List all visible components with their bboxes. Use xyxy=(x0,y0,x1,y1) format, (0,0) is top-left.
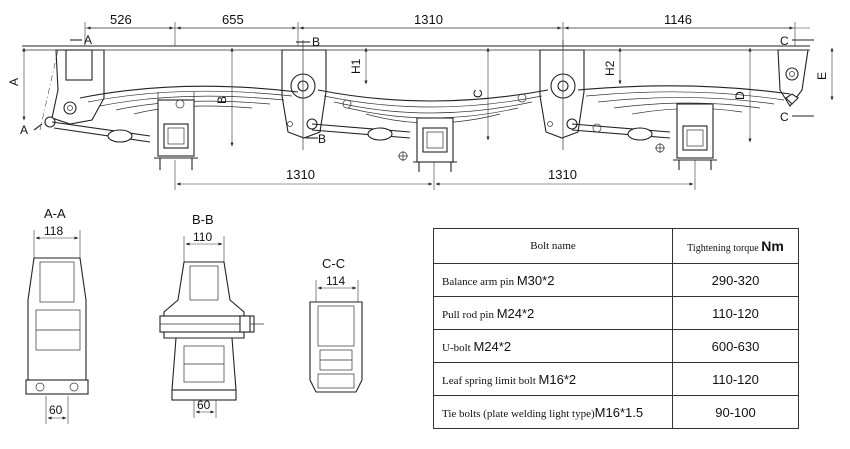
middle-hanger-2 xyxy=(539,40,585,150)
dim-label-b: B xyxy=(215,96,229,104)
torque-cell: 110-120 xyxy=(672,362,799,396)
dim-1310-bottom-right: 1310 xyxy=(548,167,577,182)
bolt-name: Leaf spring limit bolt xyxy=(442,374,539,387)
table-row: Balance arm pin M30*2 290-320 xyxy=(433,263,799,297)
bolt-name: U-bolt xyxy=(442,341,474,354)
section-mark-b-bottom: B xyxy=(318,132,326,146)
bolt-name-cell: Pull rod pin M24*2 xyxy=(433,296,673,330)
section-bb-title: B-B xyxy=(192,212,214,227)
dim-label-h2: H2 xyxy=(603,60,617,76)
header-bolt-name: Bolt name xyxy=(433,228,673,264)
dim-1146: 1146 xyxy=(664,12,692,27)
section-mark-c-bottom: C xyxy=(780,110,789,124)
dim-label-h1: H1 xyxy=(349,58,363,74)
section-cc-width: 114 xyxy=(326,274,345,288)
bolt-name-cell: Leaf spring limit bolt M16*2 xyxy=(433,362,673,396)
section-aa-bottom: 60 xyxy=(49,403,63,417)
bolt-name: Balance arm pin xyxy=(442,275,517,288)
table-row: Leaf spring limit bolt M16*2 110-120 xyxy=(433,362,799,396)
side-view: 526 655 1310 1146 1310 1310 xyxy=(7,12,834,190)
bottom-dimension-line xyxy=(174,160,696,190)
pull-rod-1 xyxy=(51,121,151,143)
pull-rod-2 xyxy=(311,123,411,141)
axle-seat-2 xyxy=(413,117,457,172)
table-row: Pull rod pin M24*2 110-120 xyxy=(433,296,799,330)
top-dimension-line xyxy=(84,22,810,46)
bolt-spec: M24*2 xyxy=(473,338,512,354)
torque-cell: 110-120 xyxy=(672,296,799,330)
section-cut-markers xyxy=(33,39,814,139)
dim-526: 526 xyxy=(110,12,132,27)
section-cc-view: C-C 114 xyxy=(309,256,363,393)
section-cc-title: C-C xyxy=(322,256,345,271)
dim-label-a: A xyxy=(7,78,21,86)
bolt-name-cell: Balance arm pin M30*2 xyxy=(433,263,673,297)
header-torque: Tightening torque Nm xyxy=(672,228,799,264)
section-aa-title: A-A xyxy=(44,206,66,221)
bolt-spec: M16*2 xyxy=(538,371,577,387)
bolt-spec: M16*1.5 xyxy=(594,404,644,420)
front-hanger xyxy=(39,49,105,131)
dim-1310-bottom-left: 1310 xyxy=(286,167,315,182)
header-torque-label: Tightening torque xyxy=(687,243,762,254)
section-bb-bottom: 60 xyxy=(197,398,211,412)
section-mark-b-top: B xyxy=(312,35,320,49)
dim-655: 655 xyxy=(222,12,244,27)
torque-cell: 290-320 xyxy=(672,263,799,297)
section-bb-view: B-B 110 60 xyxy=(159,212,264,418)
middle-hanger-1 xyxy=(281,40,327,150)
dim-label-e: E xyxy=(815,72,829,80)
section-mark-c-top: C xyxy=(780,34,789,48)
torque-cell: 90-100 xyxy=(672,395,799,429)
pull-rod-3 xyxy=(571,123,671,141)
bolt-name-cell: Tie bolts (plate welding light type)M16*… xyxy=(433,395,673,429)
table-header-row: Bolt name Tightening torque Nm xyxy=(433,228,799,264)
axle-seat-3 xyxy=(673,103,717,170)
torque-cell: 600-630 xyxy=(672,329,799,363)
header-torque-unit: Nm xyxy=(761,238,784,254)
dim-label-c: C xyxy=(471,89,485,98)
dim-1310-top: 1310 xyxy=(414,12,443,27)
bolt-symbols xyxy=(175,93,665,161)
table-row: Tie bolts (plate welding light type)M16*… xyxy=(433,395,799,429)
section-mark-a-top: A xyxy=(84,33,92,47)
bolt-name-cell: U-bolt M24*2 xyxy=(433,329,673,363)
section-aa-width: 118 xyxy=(44,224,63,238)
dim-label-d: D xyxy=(733,91,747,100)
section-aa-view: A-A 118 60 xyxy=(25,206,89,424)
leaf-spring-3 xyxy=(577,85,791,115)
bolt-spec: M24*2 xyxy=(496,305,535,321)
axle-seat-1 xyxy=(154,92,198,170)
section-bb-width: 110 xyxy=(193,230,212,244)
bolt-name: Tie bolts (plate welding light type) xyxy=(442,407,595,420)
bolt-spec: M30*2 xyxy=(516,272,555,288)
section-mark-a-bottom: A xyxy=(20,123,28,137)
rear-hanger xyxy=(777,49,809,107)
bolt-name: Pull rod pin xyxy=(442,308,497,321)
height-dimensions xyxy=(22,47,834,147)
bolt-torque-table: Bolt name Tightening torque Nm Balance a… xyxy=(433,228,799,429)
table-row: U-bolt M24*2 600-630 xyxy=(433,329,799,363)
